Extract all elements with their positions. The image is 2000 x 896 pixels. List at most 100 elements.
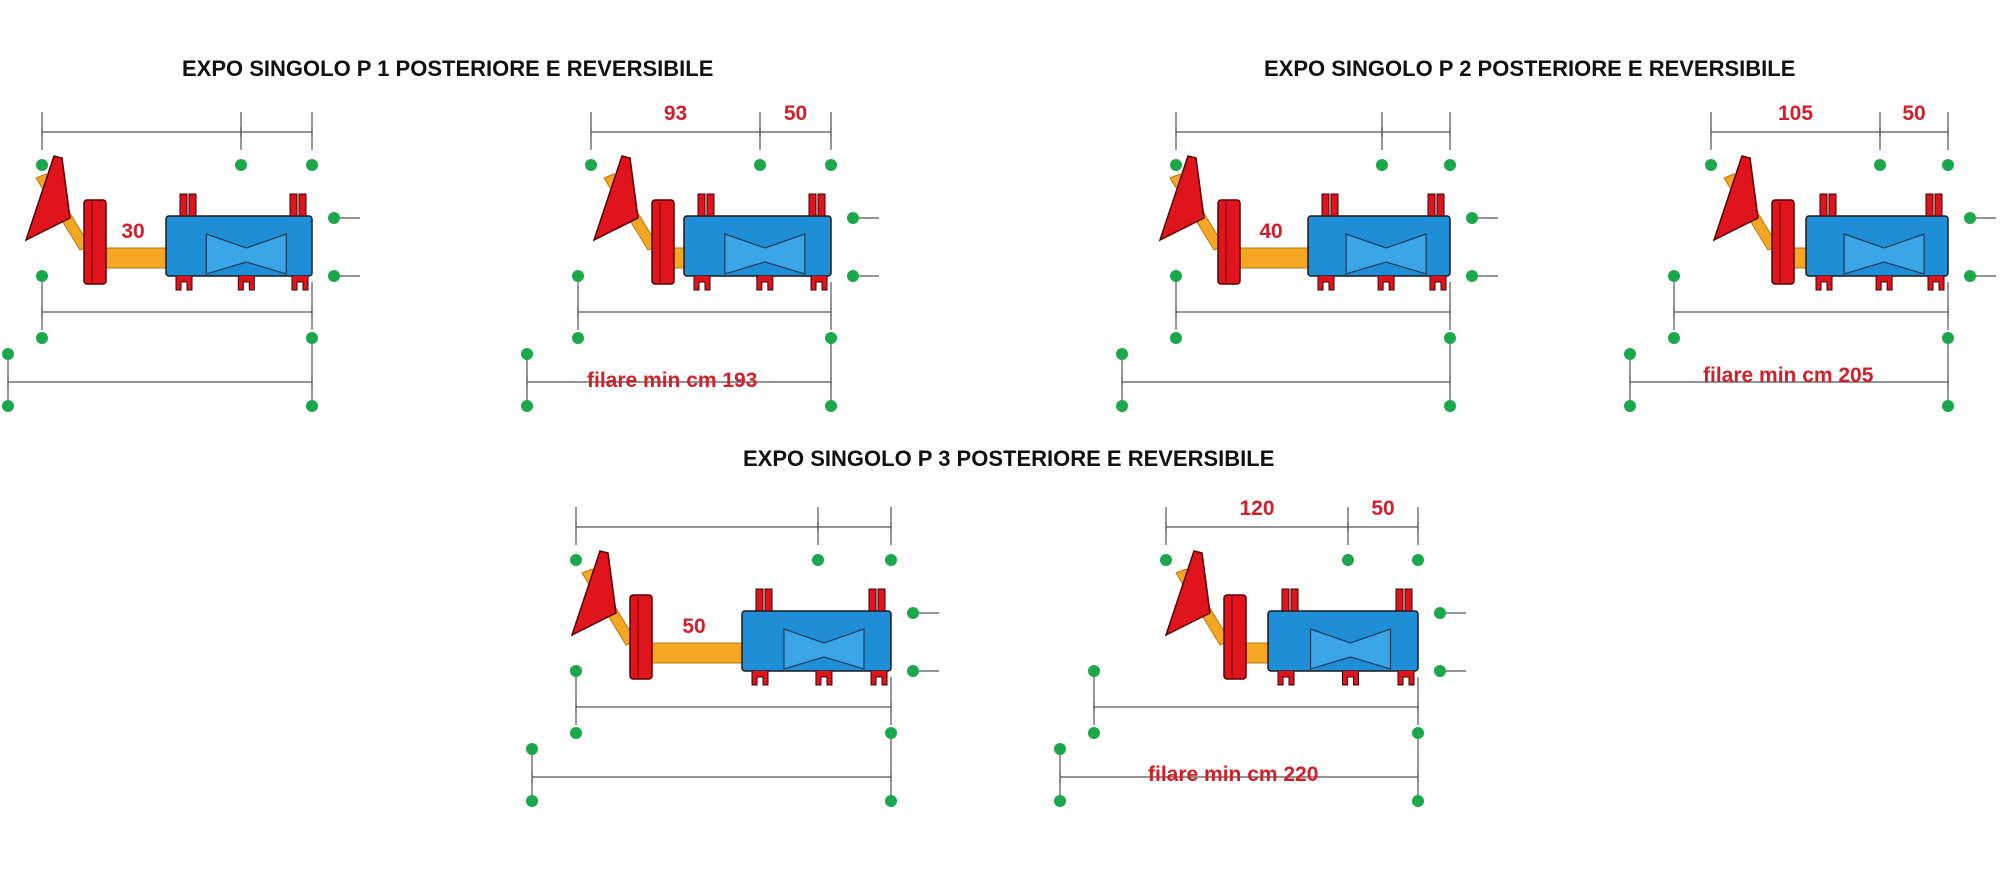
flail-head bbox=[1771, 199, 1795, 285]
support-foot bbox=[693, 276, 711, 291]
support-foot bbox=[1277, 671, 1295, 686]
marker-dot bbox=[1342, 554, 1354, 566]
telescopic-arm bbox=[673, 247, 685, 269]
title-p2: EXPO SINGOLO P 2 POSTERIORE E REVERSIBIL… bbox=[1264, 56, 1796, 81]
marker-dot bbox=[235, 159, 247, 171]
caption-row-min-205: filare min cm 205 bbox=[1703, 364, 1874, 387]
support-foot bbox=[1317, 276, 1335, 291]
marker-dot bbox=[847, 270, 859, 282]
hitch-bracket bbox=[1281, 588, 1290, 612]
marker-dot bbox=[306, 332, 318, 344]
marker-dot bbox=[907, 665, 919, 677]
hitch-bracket bbox=[1321, 193, 1330, 217]
roller-shape bbox=[205, 233, 287, 275]
hitch-bracket bbox=[755, 588, 764, 612]
hitch-bracket bbox=[764, 588, 773, 612]
support-foot bbox=[175, 276, 193, 291]
marker-dot bbox=[36, 270, 48, 282]
marker-dot bbox=[885, 727, 897, 739]
hitch-bracket bbox=[289, 193, 298, 217]
arm-length-label: 30 bbox=[121, 220, 144, 243]
marker-dot bbox=[1088, 665, 1100, 677]
flail-head bbox=[651, 199, 675, 285]
support-foot bbox=[291, 276, 309, 291]
marker-dot bbox=[1705, 159, 1717, 171]
hitch-bracket bbox=[1290, 588, 1299, 612]
marker-dot bbox=[1412, 554, 1424, 566]
hitch-bracket bbox=[188, 193, 197, 217]
marker-dot bbox=[847, 212, 859, 224]
support-foot bbox=[1397, 671, 1415, 686]
marker-dot bbox=[1412, 727, 1424, 739]
deflector-blade bbox=[1712, 155, 1759, 242]
marker-dot bbox=[1444, 400, 1456, 412]
deflector-blade bbox=[1158, 155, 1205, 242]
support-foot bbox=[1377, 276, 1395, 291]
marker-dot bbox=[1412, 795, 1424, 807]
hitch-bracket bbox=[1395, 588, 1404, 612]
hitch-bracket bbox=[817, 193, 826, 217]
support-foot bbox=[870, 671, 888, 686]
marker-dot bbox=[754, 159, 766, 171]
marker-dot bbox=[572, 270, 584, 282]
diagram-p2-retracted: 40 bbox=[1116, 112, 1498, 412]
hitch-bracket bbox=[877, 588, 886, 612]
support-foot bbox=[751, 671, 769, 686]
marker-dot bbox=[1054, 743, 1066, 755]
marker-dot bbox=[1444, 332, 1456, 344]
marker-dot bbox=[526, 795, 538, 807]
marker-dot bbox=[2, 348, 14, 360]
roller-shape bbox=[724, 233, 806, 275]
marker-dot bbox=[1466, 270, 1478, 282]
marker-dot bbox=[1054, 795, 1066, 807]
marker-dot bbox=[1116, 348, 1128, 360]
support-foot bbox=[1927, 276, 1945, 291]
marker-dot bbox=[306, 159, 318, 171]
marker-dot bbox=[1668, 270, 1680, 282]
deflector-blade bbox=[592, 155, 639, 242]
marker-dot bbox=[1116, 400, 1128, 412]
marker-dot bbox=[1624, 400, 1636, 412]
support-foot bbox=[1815, 276, 1833, 291]
caption-row-min-193: filare min cm 193 bbox=[587, 369, 758, 392]
marker-dot bbox=[1434, 607, 1446, 619]
marker-dot bbox=[306, 400, 318, 412]
hitch-bracket bbox=[697, 193, 706, 217]
marker-dot bbox=[1668, 332, 1680, 344]
support-foot bbox=[810, 276, 828, 291]
hitch-bracket bbox=[1828, 193, 1837, 217]
marker-dot bbox=[825, 159, 837, 171]
dimension-label-right: 50 bbox=[1902, 102, 1925, 125]
hitch-bracket bbox=[1925, 193, 1934, 217]
hitch-bracket bbox=[1934, 193, 1943, 217]
support-foot bbox=[815, 671, 833, 686]
marker-dot bbox=[1874, 159, 1886, 171]
marker-dot bbox=[1624, 348, 1636, 360]
marker-dot bbox=[570, 727, 582, 739]
marker-dot bbox=[2, 400, 14, 412]
title-p3: EXPO SINGOLO P 3 POSTERIORE E REVERSIBIL… bbox=[743, 446, 1275, 471]
marker-dot bbox=[1434, 665, 1446, 677]
hitch-bracket bbox=[1404, 588, 1413, 612]
marker-dot bbox=[825, 400, 837, 412]
marker-dot bbox=[885, 795, 897, 807]
caption-row-min-220: filare min cm 220 bbox=[1148, 763, 1319, 786]
marker-dot bbox=[1964, 212, 1976, 224]
deflector-blade bbox=[24, 155, 71, 242]
deflector-blade bbox=[1164, 550, 1211, 637]
dimension-label-left: 120 bbox=[1239, 497, 1274, 520]
hitch-bracket bbox=[1427, 193, 1436, 217]
marker-dot bbox=[36, 159, 48, 171]
hitch-bracket bbox=[1330, 193, 1339, 217]
flail-head bbox=[1217, 199, 1241, 285]
marker-dot bbox=[1170, 270, 1182, 282]
arm-length-label: 40 bbox=[1259, 220, 1282, 243]
marker-dot bbox=[1160, 554, 1172, 566]
hitch-bracket bbox=[868, 588, 877, 612]
title-p1: EXPO SINGOLO P 1 POSTERIORE E REVERSIBIL… bbox=[182, 56, 714, 81]
dimension-label-left: 105 bbox=[1778, 102, 1813, 125]
diagram-p3-retracted: 50 bbox=[526, 507, 939, 807]
support-foot bbox=[1342, 671, 1359, 686]
